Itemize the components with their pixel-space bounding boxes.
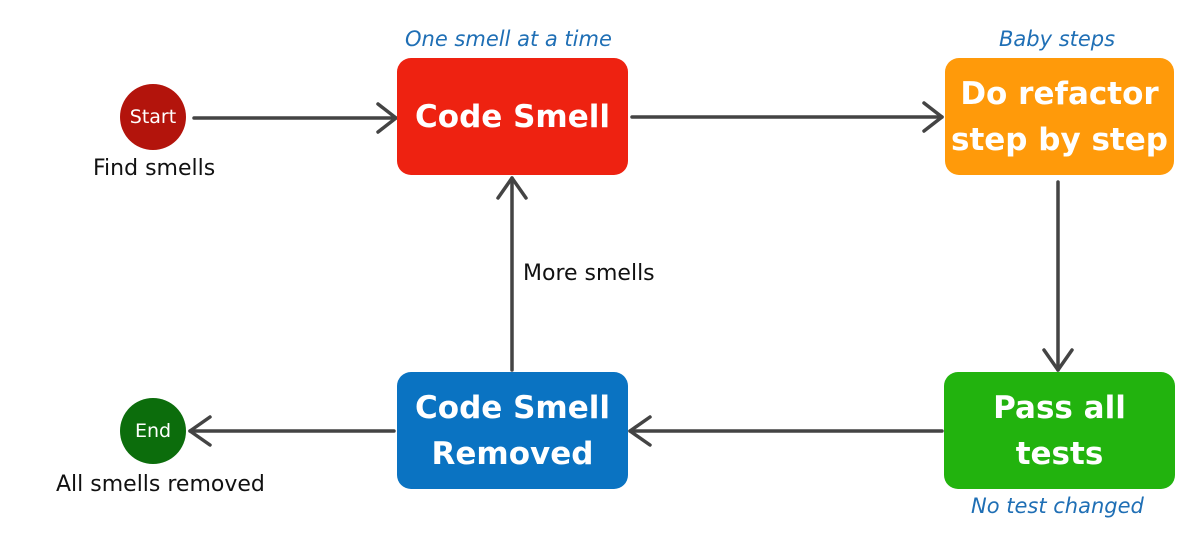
find-smells-label: Find smells bbox=[93, 156, 216, 181]
arrow-removed-to-end bbox=[188, 415, 396, 447]
code-smell-box: Code Smell bbox=[397, 58, 628, 175]
code-smell-removed-box: Code Smell Removed bbox=[397, 372, 628, 489]
arrow-refactor-to-pass-tests bbox=[1042, 180, 1074, 372]
arrow-code-smell-to-refactor bbox=[630, 101, 944, 133]
arrow-start-to-code-smell bbox=[192, 102, 398, 134]
start-node: Start bbox=[120, 84, 186, 150]
pass-tests-box: Pass all tests bbox=[944, 372, 1175, 489]
all-smells-removed-label: All smells removed bbox=[56, 472, 265, 497]
arrow-pass-tests-to-removed bbox=[628, 415, 944, 447]
refactor-box: Do refactor step by step bbox=[945, 58, 1174, 175]
arrow-removed-to-code-smell bbox=[496, 176, 528, 372]
one-smell-note: One smell at a time bbox=[405, 27, 612, 51]
baby-steps-note: Baby steps bbox=[999, 27, 1116, 51]
end-node: End bbox=[120, 398, 186, 464]
no-test-changed-note: No test changed bbox=[971, 494, 1144, 518]
more-smells-label: More smells bbox=[523, 261, 655, 286]
